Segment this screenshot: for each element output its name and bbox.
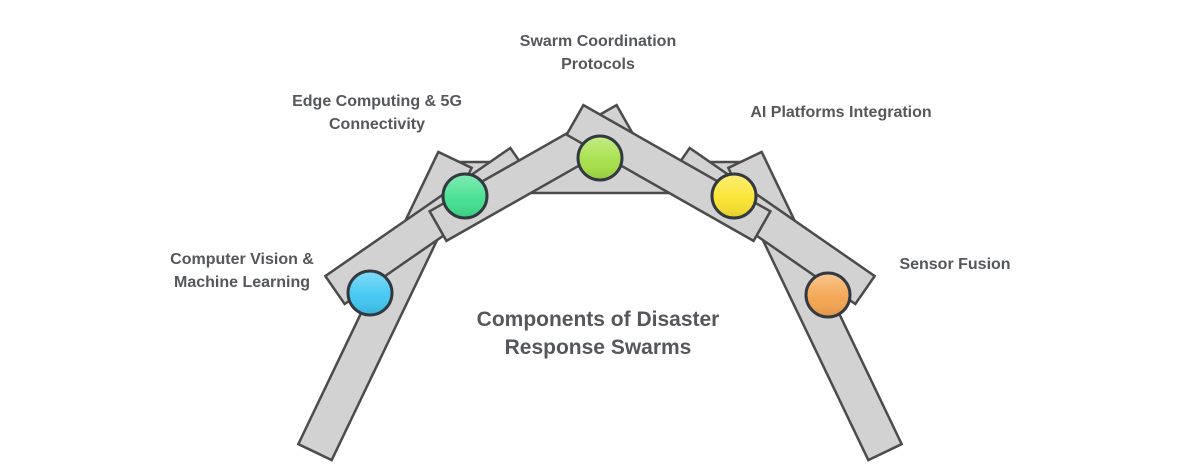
node-label-swarm-coordination: Swarm Coordination Protocols [519,33,677,73]
node-ring-edge-computing [441,172,489,220]
node-ring-ai-platforms [710,172,758,220]
node-circle-sensor-fusion [804,271,852,319]
node-circle-ai-platforms [710,172,758,220]
node-label-ai-platforms: AI Platforms Integration [750,104,932,121]
node-circle-computer-vision [346,269,394,317]
node-circle-edge-computing [441,172,489,220]
node-label-sensor-fusion: Sensor Fusion [899,256,1011,273]
node-label-edge-computing: Edge Computing & 5G Connectivity [292,93,462,133]
diagram-title: Components of Disaster Response Swarms [476,308,720,359]
node-label-computer-vision: Computer Vision & Machine Learning [170,251,314,291]
node-circle-swarm-coordination [576,134,624,182]
node-ring-swarm-coordination [576,134,624,182]
node-ring-computer-vision [346,269,394,317]
node-ring-sensor-fusion [804,271,852,319]
